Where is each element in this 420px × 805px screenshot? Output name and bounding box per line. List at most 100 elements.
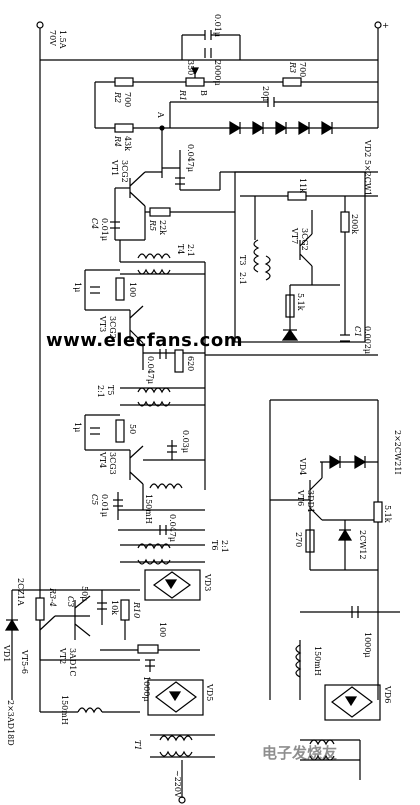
zener-5 — [321, 120, 334, 136]
label-r3-value: 700 — [298, 62, 307, 77]
label-c3: C3 — [66, 596, 75, 607]
label-r50: 50 — [128, 424, 137, 434]
label-t6: T6 — [210, 540, 219, 550]
label-c1-value: 0.002μ — [363, 326, 372, 354]
label-r2: R2 — [113, 91, 122, 103]
zener-4 — [298, 120, 311, 136]
resistor-50 — [115, 419, 125, 443]
label-r100b: 100 — [158, 622, 167, 637]
label-t5: T5 — [106, 385, 115, 395]
label-150mh-c: 150mH — [313, 646, 322, 676]
bridge-vd5 — [147, 679, 204, 716]
label-vd1: VD1 — [2, 644, 11, 662]
resistor-r1 — [185, 77, 205, 87]
label-c-2000u: 2000μ — [213, 60, 222, 86]
label-plus: + — [381, 22, 390, 29]
label-c-0.01u: 0.01μ — [213, 14, 222, 37]
label-vd2: VD2 5×2CW1 — [363, 139, 372, 196]
label-c-50u: 50μ — [80, 586, 89, 601]
label-t3-ratio: 2:1 — [238, 272, 247, 285]
label-1.5a: 1.5A — [58, 30, 67, 49]
terminal-neg — [36, 21, 44, 29]
resistor-5.1k-b — [373, 501, 383, 523]
transformer-t4 — [119, 240, 206, 275]
label-150mh-b: 150mH — [60, 695, 69, 725]
label-b: B — [199, 90, 208, 96]
label-c-1000u-a: 1000μ — [142, 676, 151, 702]
stage-vt2 — [35, 589, 140, 661]
diode-2cz1a — [4, 589, 40, 700]
resistor-r10 — [120, 599, 130, 621]
resistor-r5 — [149, 207, 171, 217]
label-t5-ratio: 2:1 — [96, 385, 105, 398]
label-c-0.047u-b: 0.047μ — [146, 356, 155, 384]
label-c-1u-a: 1μ — [73, 282, 82, 292]
label-a: A — [156, 111, 165, 118]
zener-2 — [252, 120, 265, 136]
label-r5: R5 — [148, 219, 157, 231]
label-vt2-type: 3AD1C — [68, 648, 77, 677]
label-r270: 270 — [294, 532, 303, 547]
label-2cz1a: 2CZ1A — [16, 578, 25, 606]
label-2cw12: 2CW12 — [358, 530, 367, 560]
bridge-vd3 — [144, 569, 201, 601]
label-c-0.03u: 0.03μ — [181, 430, 190, 453]
resistor-r4 — [114, 123, 134, 133]
label-r350: 350 — [186, 60, 195, 75]
label-r3-4: R3-4 — [48, 587, 57, 607]
label-vt6: VT6 — [296, 489, 305, 506]
transistor-vt1 — [114, 128, 163, 215]
label-r1: R1 — [178, 89, 187, 101]
label-c5: C5 — [90, 494, 99, 505]
resistor-200k — [340, 211, 350, 233]
label-vd4-type: 2×2CW21I — [393, 430, 402, 475]
label-vt7-type: 3CG2 — [300, 228, 309, 251]
terminal-pos — [374, 21, 382, 29]
inductor-150mh-left — [40, 707, 140, 714]
label-vd6: VD6 — [383, 685, 392, 703]
bridge-vd6 — [324, 684, 381, 721]
label-c-0.047u-c: 0.047μ — [168, 514, 177, 542]
label-vd4: VD4 — [298, 457, 307, 475]
transformer-t1 — [150, 734, 215, 804]
label-r3: R3 — [288, 61, 297, 73]
label-c-20u: 20μ — [261, 86, 270, 101]
labels: 70V 1.5A + 0.01μ 2000μ 350 R2 700 R1 B R… — [2, 14, 402, 798]
site-logo: 电子发烧友 — [262, 744, 338, 762]
label-r5-value: 22k — [158, 220, 167, 235]
label-t6-ratio: 2:1 — [220, 540, 229, 553]
label-vt4: VT4 — [98, 451, 107, 468]
label-c5-value: 0.01μ — [100, 494, 109, 517]
label-c1: C1 — [353, 326, 362, 337]
label-r100: 100 — [128, 282, 137, 297]
transformer-t6 — [120, 543, 205, 565]
inductor-150mh-c5 — [113, 483, 205, 535]
zener-1 — [229, 120, 242, 136]
label-vt5-6-type: 2×3AD18D — [6, 700, 15, 746]
cap-c4-r5 — [110, 207, 235, 241]
label-r620: 620 — [186, 356, 195, 371]
resistor-r2 — [114, 77, 134, 87]
label-10k: 10k — [110, 600, 119, 615]
label-vt3-type: 3CG2 — [108, 316, 117, 339]
label-vt2: VT2 — [58, 647, 67, 664]
supply-rails — [36, 21, 382, 712]
label-vt5-6: VT5-6 — [20, 649, 29, 674]
cap-0.01u-2000u — [181, 30, 241, 60]
label-r4-value: 43k — [123, 136, 132, 151]
transformer-right — [300, 739, 361, 780]
resistor-100b — [137, 644, 159, 654]
resistor-r3 — [282, 77, 302, 87]
resistor-r3-4 — [35, 597, 45, 621]
resistor-row-top — [94, 60, 379, 128]
cap-20u — [169, 97, 378, 128]
label-220v: ~220V — [173, 770, 182, 798]
label-70v: 70V — [48, 30, 57, 46]
label-11k: 11k — [298, 178, 307, 193]
label-c4-value: 0.01μ — [100, 218, 109, 241]
cap-1000u-left — [100, 644, 200, 672]
label-t3: T3 — [238, 255, 247, 265]
resistor-11k — [287, 191, 307, 201]
label-150mh-a: 150mH — [144, 494, 153, 524]
